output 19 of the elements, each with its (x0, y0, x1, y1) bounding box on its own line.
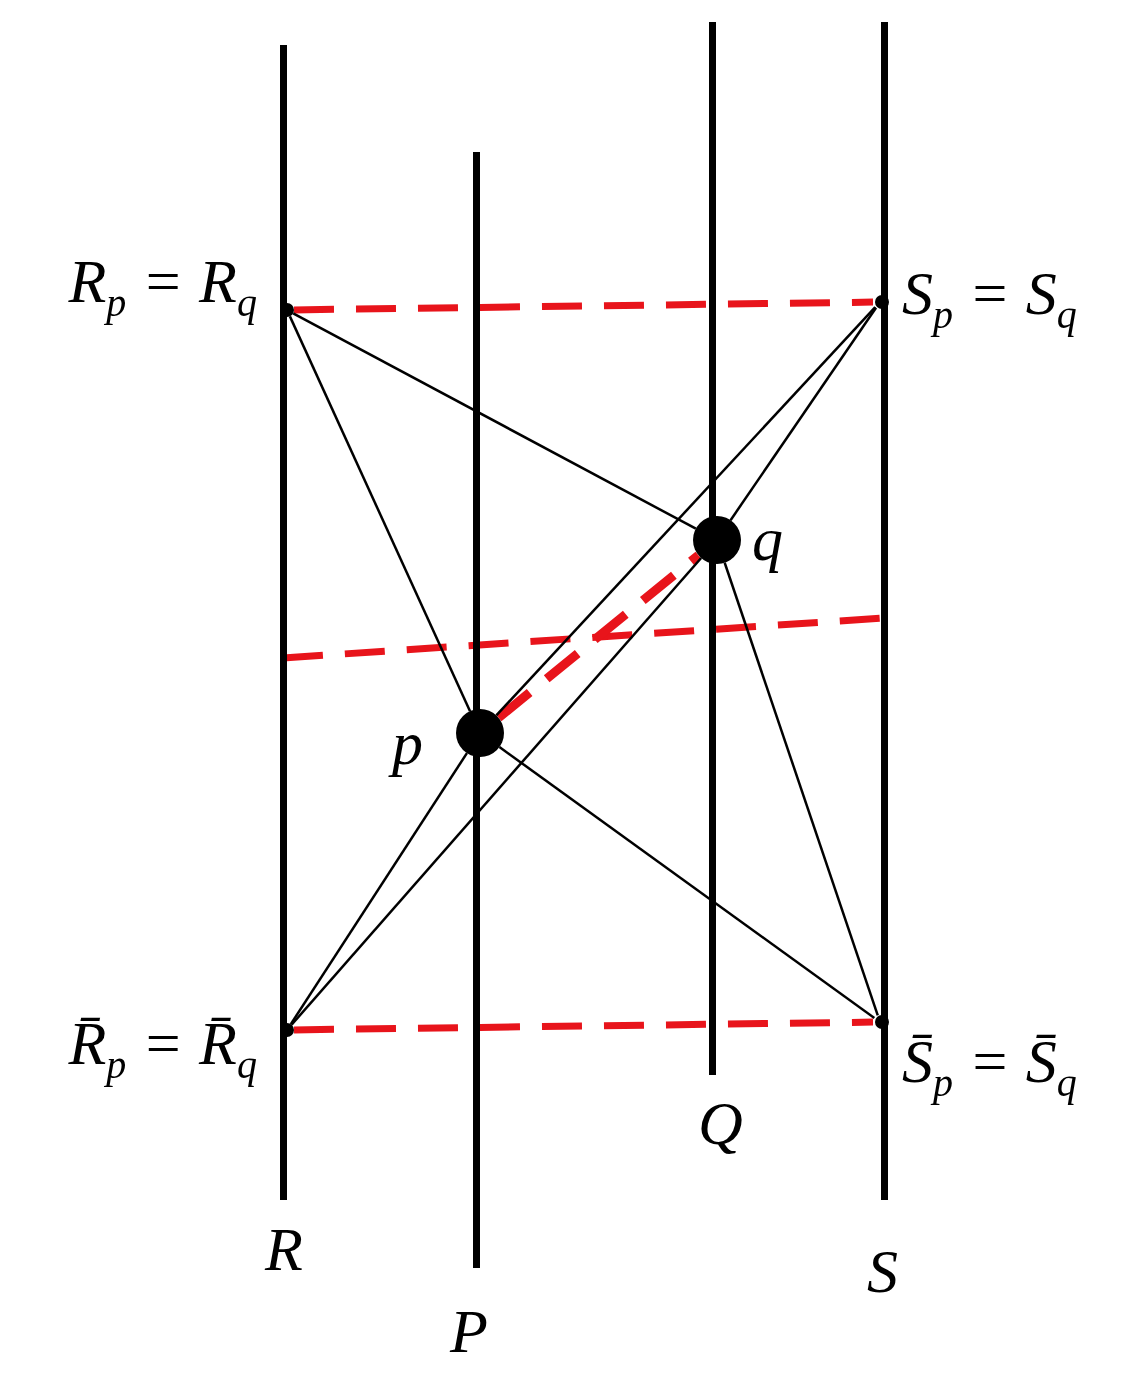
line (498, 746, 876, 1019)
point-label: S$_{p}$ = S$_{q}$ (902, 262, 1077, 335)
point-label: R$_{p}$ = R$_{q}$ (68, 250, 257, 323)
point-label: R̄$_{p}$ = R̄$_{q}$ (68, 1012, 257, 1085)
line-label: P (450, 1300, 488, 1362)
dashed-line (293, 1018, 874, 1034)
line (723, 562, 879, 1016)
point-label: S̄$_{p}$ = S̄$_{q}$ (902, 1030, 1077, 1103)
line (729, 307, 878, 521)
line-label: S (867, 1240, 898, 1302)
dashed-line (495, 551, 702, 722)
line (290, 557, 703, 1026)
dashed-line (293, 298, 874, 314)
line (292, 312, 697, 530)
line-label: Q (698, 1092, 743, 1154)
line (288, 315, 472, 712)
line (495, 306, 877, 717)
line (289, 752, 468, 1025)
line-label: R (265, 1218, 303, 1280)
